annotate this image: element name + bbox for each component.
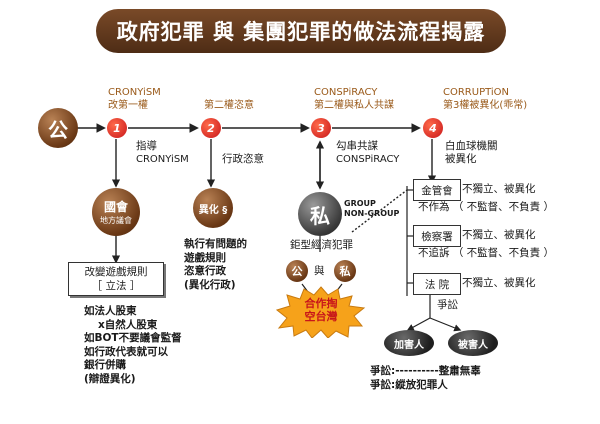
guide-label: 指導 CRONYiSM [136, 140, 189, 165]
step-1-marker: 1 [107, 118, 127, 138]
org-fsc-text-1: 不獨立、被異化 [462, 183, 536, 195]
private-ball: 私 [298, 192, 342, 236]
alien-ball: 異化 § [193, 188, 233, 228]
step-3-marker: 3 [311, 118, 331, 138]
org-fsc-text-2: 不作為 （ 不監督、不負責 ） [418, 201, 555, 213]
burst-shape [276, 286, 366, 338]
dispute-label: 爭訟 [437, 299, 458, 311]
org-prosecutor-text-1: 不獨立、被異化 [462, 229, 536, 241]
org-prosecutor-box: 檢察署 [413, 225, 461, 247]
burst-label: 合作掏 空台灣 [304, 297, 338, 323]
group-label: GROUP NON-GROUP [344, 199, 400, 218]
gong-small-ball: 公 [286, 260, 308, 282]
org-fsc-box: 金管會 [413, 179, 461, 201]
step-2-marker: 2 [201, 118, 221, 138]
org-court-box: 法 院 [413, 273, 461, 295]
rules-list: 如法人股東 x自然人股東 如BOT不要議會監督 如行政代表就可以 銀行併購 (辯… [84, 305, 182, 385]
mega-crime-label: 鉅型經濟犯罪 [290, 239, 353, 251]
step-2-heading: 第二權恣意 [204, 100, 254, 111]
org-prosecutor-text-2: 不追訴 （ 不監督、不負責 ） [418, 247, 555, 259]
si-small-ball: 私 [334, 260, 356, 282]
whiteblood-label: 白血球機關 被異化 [445, 140, 498, 165]
step-4-marker: 4 [423, 118, 443, 138]
admin-arbitrary-label: 行政恣意 [222, 153, 264, 165]
perp-pill: 被害人 [448, 330, 498, 356]
collusion-label: 勾串共謀 CONSPiRACY [336, 140, 400, 165]
title-banner: 政府犯罪 與 集團犯罪的做法流程揭露 [96, 9, 506, 53]
outcomes-list: 爭訟:----------整肅無辜 爭訟:縱放犯罪人 [370, 365, 481, 391]
and-label: 與 [314, 265, 325, 277]
org-court-text-1: 不獨立、被異化 [462, 277, 536, 289]
gong-ball: 公 [38, 108, 78, 148]
congress-ball: 國會 地方議會 [92, 188, 140, 236]
rules-box: 改變遊戲規則 ［ 立法 ］ [68, 262, 164, 296]
page-title: 政府犯罪 與 集團犯罪的做法流程揭露 [116, 20, 486, 44]
exec-list: 執行有問題的 遊戲規則 恣意行政 (異化行政) [184, 238, 247, 291]
victim-pill: 加害人 [384, 330, 434, 356]
